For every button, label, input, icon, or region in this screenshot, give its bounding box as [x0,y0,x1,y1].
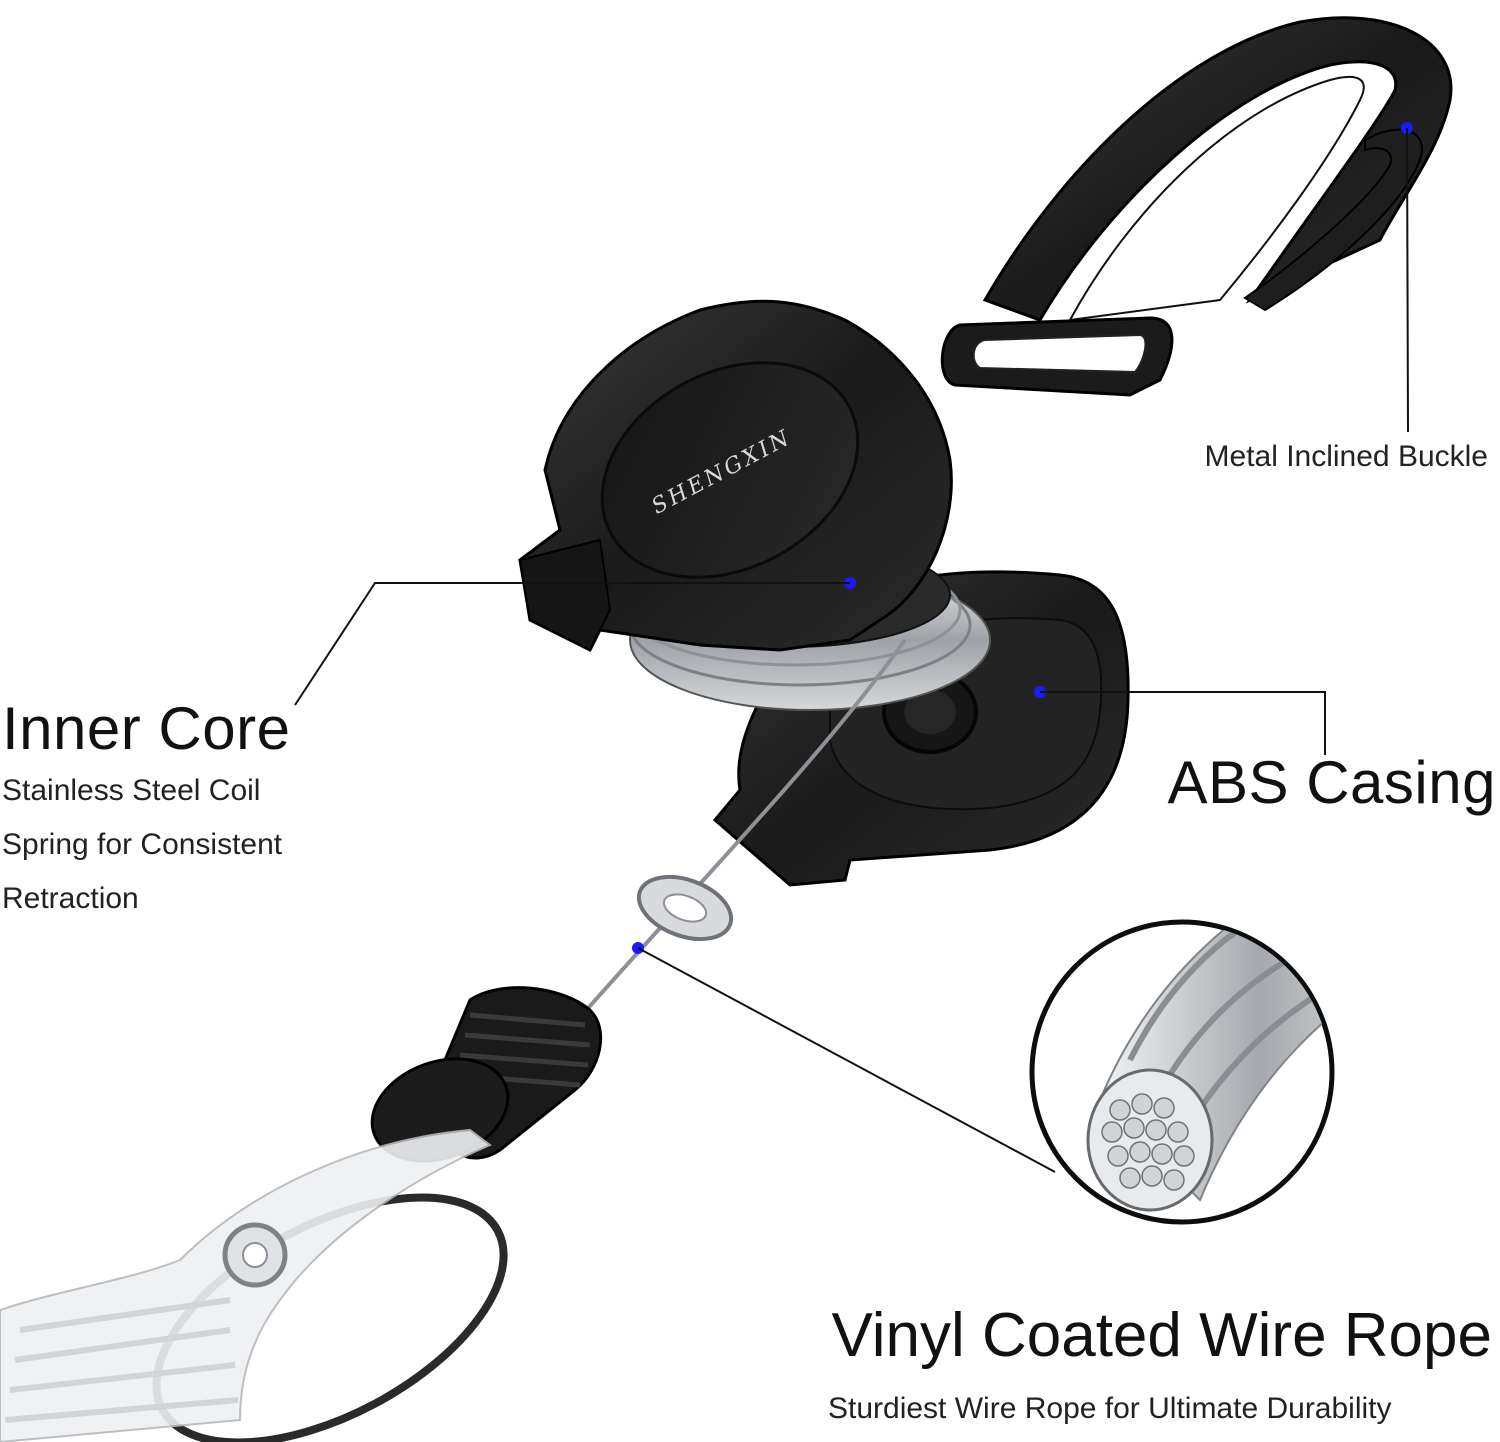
wire-rope-detail [1029,919,1335,1225]
wire-rope-description: Sturdiest Wire Rope for Ultimate Durabil… [828,1392,1392,1425]
abs-casing-title: ABS Casing [1167,749,1496,816]
buckle-leader [1406,127,1409,433]
inner-core-description: Stainless Steel Coil Spring for Consiste… [2,764,282,926]
carabiner-buckle [940,16,1453,397]
reel-body: SHENGXIN [518,299,1130,887]
wire-rope-title: Vinyl Coated Wire Rope [831,1301,1492,1370]
inner-core-line-2: Spring for Consistent [2,828,283,861]
wire-rope-leader [637,947,1056,1173]
leader-lines [294,127,1409,1173]
abs-casing-leader [1040,691,1326,755]
inner-core-line-1: Stainless Steel Coil [2,774,261,807]
inner-core-leader [294,582,850,706]
inner-core-title: Inner Core [2,695,291,762]
inner-core-line-3: Retraction [2,882,139,915]
metal-buckle-label: Metal Inclined Buckle [1204,440,1488,473]
wire-and-clip [0,638,907,1442]
